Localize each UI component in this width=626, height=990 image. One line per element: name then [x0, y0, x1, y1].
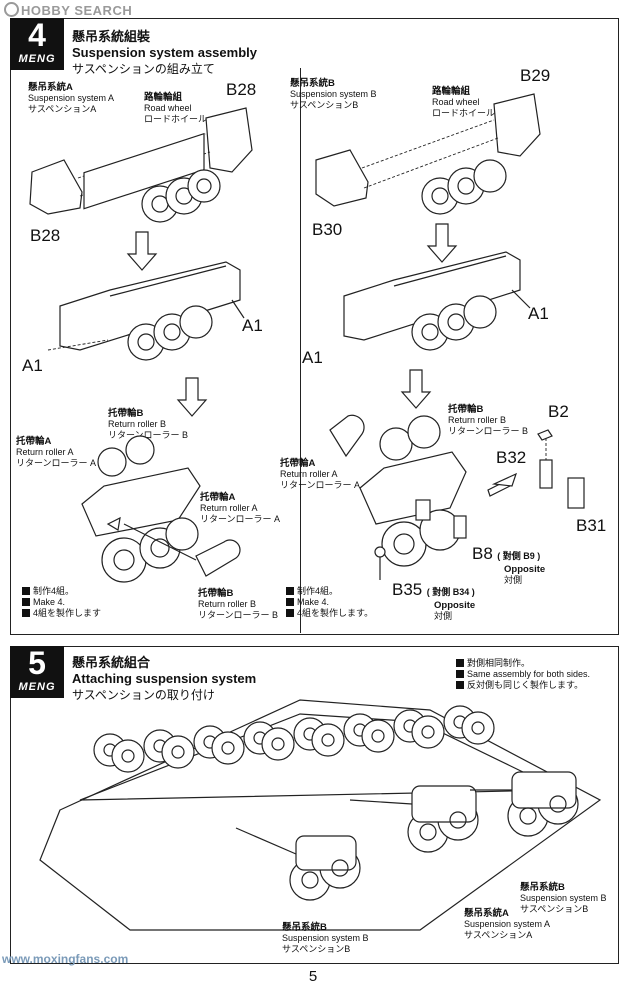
arrow-down-left-2: [176, 377, 208, 417]
chinese-flag-icon: [456, 659, 464, 667]
step5-badge: 5 MENG: [10, 646, 64, 698]
wheel-hub: [171, 745, 185, 759]
make-note-right: 制作4組。 Make 4. 4組を製作します。: [286, 586, 373, 619]
left-bogie-frame: [47, 261, 245, 361]
hull-road-wheel: [361, 719, 395, 753]
part-b28-bottom: B28: [30, 226, 61, 245]
chinese-flag-icon: [22, 587, 30, 595]
part-b30: B30: [312, 220, 343, 239]
title-jp: サスペンションの組み立て: [72, 62, 215, 76]
page-number: 5: [308, 968, 318, 985]
step4-divider: [300, 68, 302, 633]
step5-frame: [10, 646, 619, 964]
hull-road-wheel: [111, 739, 145, 773]
wheel-hub: [221, 741, 235, 755]
bogie-attach-3: [507, 771, 579, 837]
part-a1-left: A1: [22, 356, 43, 375]
step4-badge: 4 MENG: [10, 18, 64, 70]
step5-title: 懸吊系統組合 Attaching suspension system サスペンシ…: [72, 652, 256, 703]
hull-road-wheel: [461, 711, 495, 745]
hull-road-wheels: [93, 705, 495, 773]
part-b28-top: B28: [226, 80, 257, 99]
english-flag-icon: [456, 670, 464, 678]
step-number: 5: [28, 645, 46, 681]
step-number: 4: [28, 17, 46, 53]
left-bogie-with-rollers: [81, 435, 241, 583]
both-sides-note: 對側相同制作。 Same assembly for both sides. 反対…: [456, 658, 590, 691]
brand-logo: MENG: [18, 681, 56, 693]
hull-road-wheel: [411, 715, 445, 749]
hull-road-wheel: [161, 735, 195, 769]
watermark-hobby-search: HOBBY SEARCH: [4, 2, 132, 18]
wheel-hub: [421, 725, 435, 739]
watermark-text: HOBBY SEARCH: [21, 3, 133, 18]
bogie-attach-1: [289, 835, 361, 901]
bogie-attach-2: [407, 785, 479, 853]
chinese-flag-icon: [286, 587, 294, 595]
part-b29: B29: [520, 66, 551, 85]
hull-road-wheel: [311, 723, 345, 757]
arrow-down-left-1: [126, 231, 158, 271]
brand-logo: MENG: [18, 53, 56, 65]
japanese-flag-icon: [456, 681, 464, 689]
arrow-down-right-2: [400, 369, 432, 409]
step4-drawings: [29, 93, 585, 583]
wheel-hub: [271, 737, 285, 751]
part-a1-right: A1: [242, 316, 263, 335]
wheel-hub: [371, 729, 385, 743]
step4-frame: [10, 18, 619, 635]
wheel-hub: [121, 749, 135, 763]
watermark-moxingfans: www.moxingfans.com: [2, 952, 129, 966]
arrow-down-right-1: [426, 223, 458, 263]
title-en: Suspension system assembly: [72, 45, 257, 60]
right-bogie-exploded: [315, 93, 541, 215]
right-bogie-with-rollers: [329, 414, 585, 580]
right-bogie-frame: [343, 251, 531, 351]
hull-road-wheel: [211, 731, 245, 765]
part-b8: B8: [472, 544, 493, 563]
english-flag-icon: [22, 598, 30, 606]
make-note-left: 制作4組。 Make 4. 4組を製作します: [22, 586, 101, 619]
part-b35: B35: [392, 580, 423, 599]
japanese-flag-icon: [286, 609, 294, 617]
wheel-hub: [321, 733, 335, 747]
step4-title: 懸吊系統組裝 Suspension system assembly サスペンショ…: [72, 26, 257, 77]
part-b32: B32: [496, 448, 527, 467]
japanese-flag-icon: [22, 609, 30, 617]
title-cn: 懸吊系統組裝: [72, 29, 151, 44]
title-jp: サスペンションの取り付け: [72, 688, 215, 702]
part-b31: B31: [576, 516, 607, 535]
logo-icon: [4, 2, 19, 17]
step5-hull-drawing: [39, 699, 602, 931]
b8-opposite-cn: ( 對側 B9 ): [497, 551, 541, 561]
part-b2: B2: [548, 402, 569, 421]
part-a1-right-b: A1: [528, 304, 549, 323]
wheel-hub: [471, 721, 485, 735]
b35-opposite-cn: ( 對側 B34 ): [426, 587, 475, 597]
english-flag-icon: [286, 598, 294, 606]
left-bogie-exploded: [29, 107, 253, 223]
part-a1-left-b: A1: [302, 348, 323, 367]
title-cn: 懸吊系統組合: [72, 655, 151, 670]
title-en: Attaching suspension system: [72, 671, 257, 686]
hull-road-wheel: [261, 727, 295, 761]
